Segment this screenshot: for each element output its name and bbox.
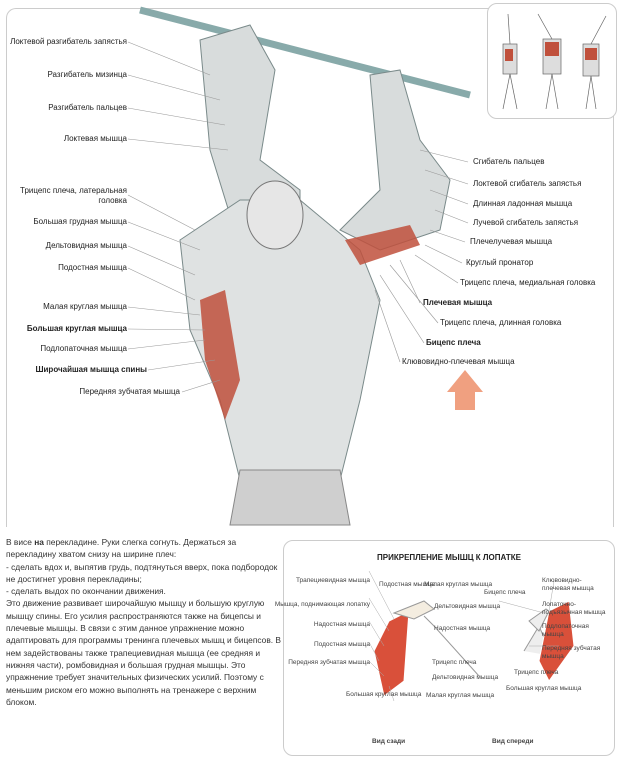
label-flexor-carpi-radialis: Лучевой сгибатель запястья <box>473 218 579 227</box>
label-latissimus-dorsi: Широчайшая мышца спины <box>35 365 147 374</box>
pullup-figure <box>127 6 483 526</box>
description-body: Это движение развивает широчайшую мышцу … <box>6 598 282 707</box>
label-subscapularis: Подлопаточная мышца <box>40 344 127 353</box>
biceps-muscle <box>345 225 420 265</box>
label-triceps-lateral: Трицепс плеча, латеральная <box>20 186 127 195</box>
intro-rest: перекладине. Руки слегка согнуть. Держат… <box>6 537 237 560</box>
label-deltoid-lower: Дельтовидная мышца <box>432 674 499 681</box>
right-arm <box>339 69 451 251</box>
label-brachialis: Плечевая мышца <box>423 298 493 307</box>
label-subscapularis-front: Подлопаточная мышца <box>542 623 589 638</box>
label-teres-major-front: Большая круглая мышца <box>506 685 582 692</box>
front-view-caption: Вид спереди <box>492 738 534 745</box>
label-omohyoid-front: Лопаточно-подъязычная мышца <box>542 601 606 616</box>
up-arrow-icon <box>447 370 483 410</box>
label-teres-major: Большая круглая мышца <box>26 324 127 333</box>
label-triceps-long: Трицепс плеча, длинная головка <box>440 318 562 327</box>
label-triceps-front: Трицепс плеча <box>514 669 559 676</box>
label-extensor-digitorum: Разгибатель пальцев <box>48 103 127 112</box>
label-flexor-digitorum: Сгибатель пальцев <box>473 157 545 166</box>
label-triceps-lateral-cont: головка <box>98 196 127 205</box>
label-teres-major-back: Большая круглая мышца <box>346 691 422 698</box>
label-pectoralis-major: Большая грудная мышца <box>33 217 127 226</box>
intro-text: В висе <box>6 537 35 547</box>
waist <box>229 469 351 526</box>
step-2: - сделать выдох по окончании движения. <box>6 586 166 597</box>
label-serratus-anterior: Передняя зубчатая мышца <box>79 387 180 396</box>
intro-bold: на <box>34 537 44 547</box>
label-supraspinatus-mid: Надостная мышца <box>434 625 491 632</box>
label-supraspinatus-back: Надостная мышца <box>313 621 370 628</box>
label-triceps-medial: Трицепс плеча, медиальная головка <box>460 278 596 287</box>
main-illustration-panel <box>6 8 614 527</box>
label-levator-scapulae: Мышца, поднимающая лопатку <box>274 601 370 608</box>
label-deltoid: Дельтовидная мышца <box>45 241 127 250</box>
label-biceps-front: Бицепс плеча <box>484 589 526 596</box>
scapula-front-view <box>538 600 575 682</box>
label-extensor-carpi-ulnaris: Локтевой разгибатель запястья <box>10 37 127 46</box>
head <box>246 180 304 250</box>
label-teres-minor: Малая круглая мышца <box>43 302 127 311</box>
thumbnail-inset <box>487 3 617 119</box>
label-pronator-teres: Круглый пронатор <box>466 258 534 267</box>
label-coracobrachialis: Клювовидно-плечевая мышца <box>402 357 515 366</box>
label-flexor-carpi-ulnaris: Локтевой сгибатель запястья <box>473 179 582 188</box>
label-triceps-mid: Трицепс плеча <box>432 659 477 666</box>
pullup-bar <box>139 6 471 99</box>
label-teres-minor-top: Малая круглая мышца <box>424 581 493 588</box>
leader-lines <box>127 41 469 393</box>
label-infraspinatus-top: Подостная мышца <box>379 581 436 588</box>
label-trapezius: Трапециевидная мышца <box>295 577 370 584</box>
label-infraspinatus: Подостная мышца <box>58 263 127 272</box>
label-anconeus: Локтевая мышца <box>63 134 127 143</box>
scapula-attachment-panel: ПРИКРЕПЛЕНИЕ МЫШЦ К ЛОПАТКЕ Трапециевидн… <box>275 540 615 756</box>
label-serratus-front: Передняя зубчатая мышца <box>542 645 601 660</box>
label-palmaris-longus: Длинная ладонная мышца <box>473 199 573 208</box>
label-brachioradialis: Плечелучевая мышца <box>470 237 553 246</box>
latissimus-muscle <box>200 290 240 420</box>
label-serratus-back: Передняя зубчатая мышца <box>288 659 370 666</box>
step-1: - сделать вдох и, выпятив грудь, подтяну… <box>6 561 278 584</box>
label-teres-minor-lower: Малая круглая мышца <box>426 692 495 699</box>
label-extensor-digiti-minimi: Разгибатель мизинца <box>47 70 127 79</box>
label-biceps: Бицепс плеча <box>426 338 481 347</box>
back-view-caption: Вид сзади <box>372 738 406 745</box>
label-deltoid-mid: Дельтовидная мышца <box>434 603 501 610</box>
exercise-description: В висе на перекладине. Руки слегка согну… <box>6 536 281 708</box>
scapula-diagrams <box>368 570 575 702</box>
scapula-back-view <box>373 610 410 697</box>
pullup-phases-icon <box>502 13 607 110</box>
label-infraspinatus-back: Подостная мышца <box>313 641 370 648</box>
label-coracobrachialis-front: Клювовидно-плечевая мышца <box>542 577 594 592</box>
scapula-panel-title: ПРИКРЕПЛЕНИЕ МЫШЦ К ЛОПАТКЕ <box>377 553 521 562</box>
